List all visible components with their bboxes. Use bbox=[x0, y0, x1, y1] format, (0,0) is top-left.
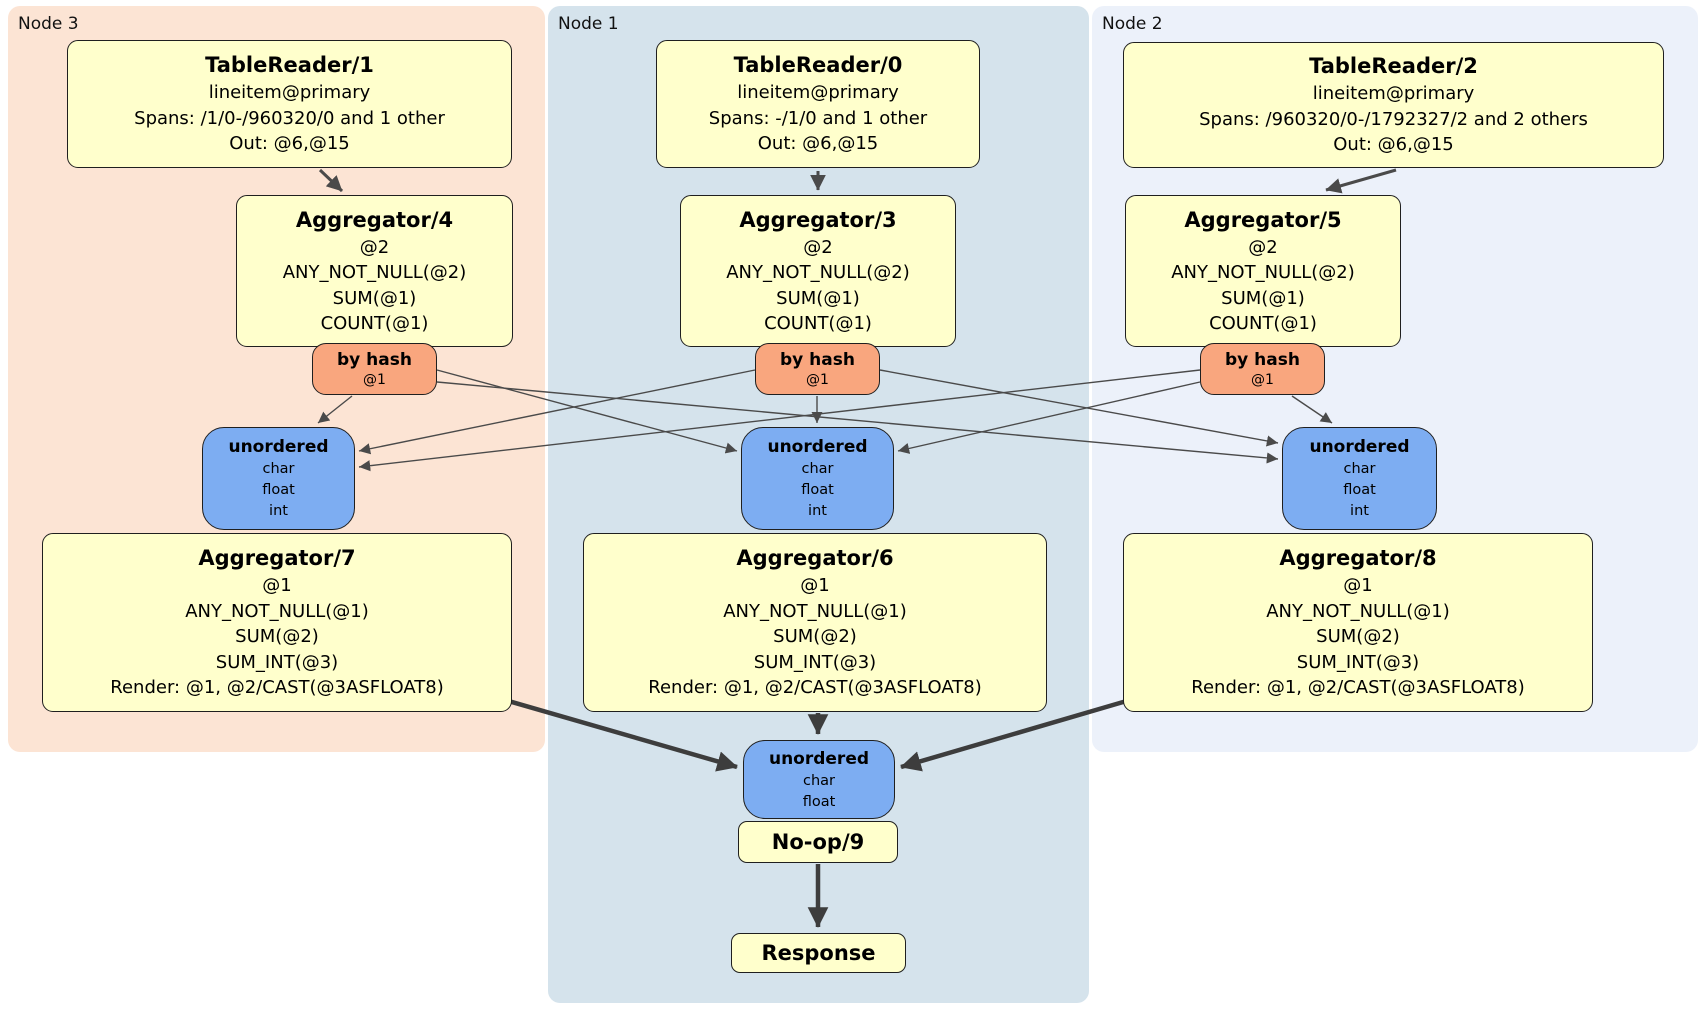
box-line: Out: @6,@15 bbox=[1333, 134, 1454, 156]
sync-col: float bbox=[801, 482, 834, 498]
sync-col: int bbox=[808, 503, 827, 519]
router-title: by hash bbox=[1225, 349, 1300, 370]
processor-aggregator-4: Aggregator/4 @2 ANY_NOT_NULL(@2) SUM(@1)… bbox=[236, 195, 513, 347]
box-line: SUM_INT(@3) bbox=[753, 651, 877, 673]
processor-aggregator-8: Aggregator/8 @1 ANY_NOT_NULL(@1) SUM(@2)… bbox=[1123, 533, 1593, 712]
box-line: SUM(@2) bbox=[235, 626, 319, 648]
box-line: Out: @6,@15 bbox=[757, 133, 879, 155]
box-title: No-op/9 bbox=[771, 830, 865, 854]
router-key: @1 bbox=[806, 371, 829, 388]
sync-col: char bbox=[802, 772, 835, 789]
box-line: lineitem@primary bbox=[737, 82, 899, 104]
box-line: @2 bbox=[359, 236, 390, 258]
group-node-1-label: Node 1 bbox=[558, 14, 619, 34]
box-line: COUNT(@1) bbox=[320, 313, 429, 334]
router-by-hash-node3: by hash @1 bbox=[312, 343, 437, 395]
sync-title: unordered bbox=[768, 748, 870, 769]
sync-col: int bbox=[1350, 503, 1369, 519]
box-line: @1 bbox=[262, 575, 292, 597]
processor-noop-9: No-op/9 bbox=[738, 821, 898, 863]
processor-aggregator-6: Aggregator/6 @1 ANY_NOT_NULL(@1) SUM(@2)… bbox=[583, 533, 1047, 712]
box-line: @1 bbox=[1343, 575, 1373, 597]
processor-tablereader-2: TableReader/2 lineitem@primary Spans: /9… bbox=[1123, 42, 1664, 168]
processor-aggregator-7: Aggregator/7 @1 ANY_NOT_NULL(@1) SUM(@2)… bbox=[42, 533, 512, 712]
box-line: Render: @1, @2/CAST(@3ASFLOAT8) bbox=[648, 677, 982, 699]
router-key: @1 bbox=[1251, 371, 1274, 388]
box-line: ANY_NOT_NULL(@2) bbox=[282, 262, 467, 283]
sync-title: unordered bbox=[767, 437, 868, 457]
response-node: Response bbox=[731, 933, 906, 973]
box-line: ANY_NOT_NULL(@1) bbox=[1266, 600, 1450, 622]
box-line: @2 bbox=[1248, 236, 1278, 258]
box-line: SUM(@1) bbox=[1221, 287, 1305, 309]
sync-unordered-node3: unordered char float int bbox=[202, 427, 355, 530]
box-line: ANY_NOT_NULL(@2) bbox=[1171, 262, 1355, 283]
box-line: lineitem@primary bbox=[1312, 83, 1475, 105]
sync-unordered-final: unordered char float bbox=[743, 740, 895, 819]
router-title: by hash bbox=[337, 349, 412, 370]
processor-tablereader-0: TableReader/0 lineitem@primary Spans: -/… bbox=[656, 40, 980, 168]
sync-col: char bbox=[1343, 461, 1376, 477]
sync-title: unordered bbox=[228, 437, 329, 457]
sync-unordered-node1: unordered char float int bbox=[741, 427, 894, 530]
box-line: @1 bbox=[800, 575, 830, 597]
box-line: SUM(@1) bbox=[776, 287, 860, 309]
box-title: Aggregator/4 bbox=[295, 207, 454, 232]
router-key: @1 bbox=[363, 371, 386, 388]
box-line: ANY_NOT_NULL(@1) bbox=[185, 600, 369, 622]
box-line: @2 bbox=[803, 236, 833, 258]
box-title: TableReader/2 bbox=[1309, 54, 1478, 79]
box-line: ANY_NOT_NULL(@1) bbox=[723, 600, 907, 622]
sync-col: float bbox=[1343, 482, 1376, 498]
sync-col: char bbox=[801, 461, 834, 477]
box-line: SUM_INT(@3) bbox=[1296, 651, 1420, 673]
sync-unordered-node2: unordered char float int bbox=[1282, 427, 1437, 530]
box-title: Aggregator/8 bbox=[1279, 546, 1437, 571]
box-line: Render: @1, @2/CAST(@3ASFLOAT8) bbox=[1191, 677, 1525, 699]
router-by-hash-node2: by hash @1 bbox=[1200, 343, 1325, 395]
router-by-hash-node1: by hash @1 bbox=[755, 343, 880, 395]
box-line: Spans: -/1/0 and 1 other bbox=[708, 107, 928, 129]
router-title: by hash bbox=[780, 349, 855, 370]
box-line: COUNT(@1) bbox=[1209, 313, 1317, 334]
box-title: TableReader/0 bbox=[733, 53, 903, 78]
processor-tablereader-1: TableReader/1 lineitem@primary Spans: /1… bbox=[67, 40, 512, 168]
box-line: Out: @6,@15 bbox=[229, 133, 350, 155]
sync-col: int bbox=[269, 503, 288, 519]
box-title: Aggregator/6 bbox=[736, 546, 894, 571]
box-line: SUM(@2) bbox=[773, 626, 857, 648]
group-node-2-label: Node 2 bbox=[1102, 14, 1163, 34]
sync-title: unordered bbox=[1309, 437, 1410, 457]
box-title: TableReader/1 bbox=[205, 53, 374, 78]
box-line: Spans: /1/0-/960320/0 and 1 other bbox=[134, 107, 445, 129]
sync-col: float bbox=[802, 793, 836, 810]
sync-col: float bbox=[262, 482, 295, 498]
box-line: Spans: /960320/0-/1792327/2 and 2 others bbox=[1199, 108, 1588, 130]
box-title: Aggregator/7 bbox=[198, 546, 356, 571]
box-title: Aggregator/3 bbox=[739, 207, 897, 232]
sync-col: char bbox=[262, 461, 295, 477]
box-title: Response bbox=[761, 941, 876, 965]
box-line: ANY_NOT_NULL(@2) bbox=[726, 262, 910, 283]
box-line: SUM_INT(@3) bbox=[215, 651, 339, 673]
group-node-3-label: Node 3 bbox=[18, 14, 79, 34]
processor-aggregator-5: Aggregator/5 @2 ANY_NOT_NULL(@2) SUM(@1)… bbox=[1125, 195, 1401, 347]
box-line: COUNT(@1) bbox=[764, 313, 872, 334]
box-line: SUM(@2) bbox=[1316, 626, 1400, 648]
box-title: Aggregator/5 bbox=[1184, 207, 1342, 232]
box-line: Render: @1, @2/CAST(@3ASFLOAT8) bbox=[110, 677, 444, 699]
box-line: lineitem@primary bbox=[208, 82, 371, 104]
box-line: SUM(@1) bbox=[332, 287, 417, 309]
processor-aggregator-3: Aggregator/3 @2 ANY_NOT_NULL(@2) SUM(@1)… bbox=[680, 195, 956, 347]
